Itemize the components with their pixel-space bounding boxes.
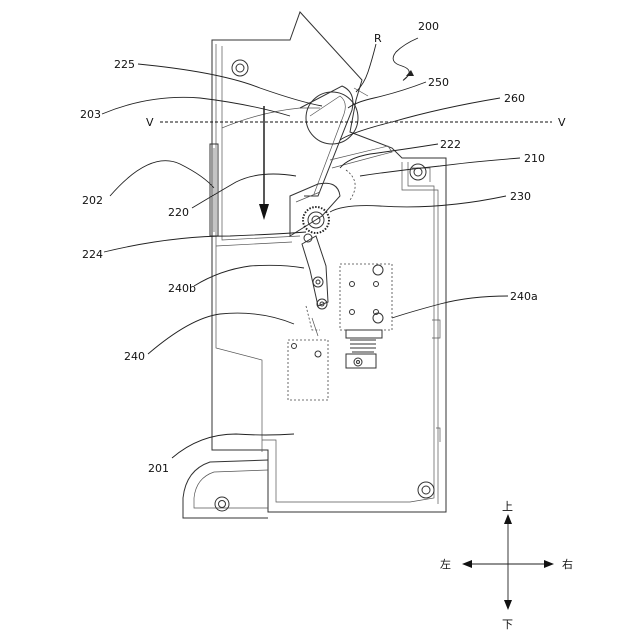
label-240a: 240a xyxy=(510,290,538,303)
label-240b: 240b xyxy=(168,282,196,295)
label-260: 260 xyxy=(504,92,525,105)
label-201: 201 xyxy=(148,462,169,475)
label-V-left: V xyxy=(146,116,154,129)
label-240: 240 xyxy=(124,350,145,363)
direction-left-label: 左 xyxy=(440,558,451,571)
direction-compass xyxy=(462,514,554,610)
screw-top-left xyxy=(232,60,248,76)
block-240 xyxy=(288,318,328,400)
label-225: 225 xyxy=(114,58,135,71)
label-222: 222 xyxy=(440,138,461,151)
screw-right xyxy=(410,164,426,180)
label-V-right: V xyxy=(558,116,566,129)
label-200: 200 xyxy=(418,20,439,33)
label-220: 220 xyxy=(168,206,189,219)
label-203: 203 xyxy=(80,108,101,121)
label-250: 250 xyxy=(428,76,449,89)
screw-bottom-left xyxy=(215,497,229,511)
detail-circle-R xyxy=(306,92,358,144)
direction-up-label: 上 xyxy=(502,500,513,513)
module-240a xyxy=(340,264,392,368)
label-230: 230 xyxy=(510,190,531,203)
label-202: 202 xyxy=(82,194,103,207)
screw-bottom-right xyxy=(418,482,434,498)
slot-202 xyxy=(210,144,218,236)
leader-lines xyxy=(102,38,520,458)
down-arrow xyxy=(259,106,269,220)
direction-down-label: 下 xyxy=(502,618,513,631)
housing-201 xyxy=(183,12,446,518)
direction-right-label: 右 xyxy=(562,557,573,571)
label-224: 224 xyxy=(82,248,103,261)
link-240b xyxy=(302,236,328,330)
dotted-arc-210 xyxy=(346,170,355,200)
label-210: 210 xyxy=(524,152,545,165)
label-R: R xyxy=(374,32,382,45)
